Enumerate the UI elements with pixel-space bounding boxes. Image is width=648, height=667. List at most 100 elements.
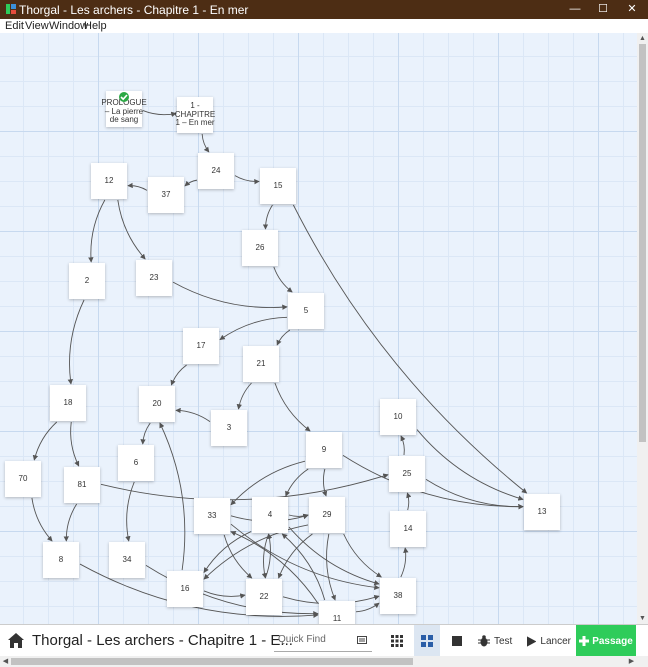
- link-p17-to-p20: [170, 364, 187, 386]
- passage-label: 81: [77, 479, 87, 489]
- link-p4-to-p29: [288, 513, 309, 519]
- passage-label: 9: [321, 444, 327, 454]
- new-passage-label: Passage: [592, 635, 633, 647]
- passage-label: 22: [259, 591, 269, 601]
- play-button[interactable]: Lancer: [527, 625, 571, 657]
- passage-p15[interactable]: 15: [260, 168, 296, 204]
- passage-label: 23: [149, 272, 159, 282]
- minimize-button[interactable]: —: [569, 3, 581, 15]
- link-p9-to-p33: [230, 460, 306, 506]
- passage-p33[interactable]: 33: [194, 498, 230, 534]
- passage-p38[interactable]: 38: [380, 578, 416, 614]
- passage-label: 26: [255, 242, 265, 252]
- quick-find-input[interactable]: Quick Find: [274, 629, 372, 652]
- passage-p21[interactable]: 21: [243, 346, 279, 382]
- link-p81-to-p8: [63, 503, 78, 542]
- link-p15-to-p13: [292, 204, 528, 494]
- passage-label: 3: [226, 422, 232, 432]
- passage-p29[interactable]: 29: [309, 497, 345, 533]
- link-p2-to-p18: [67, 299, 85, 385]
- passage-p17[interactable]: 17: [183, 328, 219, 364]
- passage-label: 38: [393, 590, 403, 600]
- passage-p26[interactable]: 26: [242, 230, 278, 266]
- passage-label: 33: [207, 510, 217, 520]
- passage-p11[interactable]: 11: [319, 601, 355, 624]
- link-p38-to-p14: [400, 547, 409, 578]
- passage-p81[interactable]: 81: [64, 467, 100, 503]
- scroll-down-icon[interactable]: ▼: [639, 615, 646, 622]
- link-p18-to-p81: [70, 421, 80, 467]
- passage-p18[interactable]: 18: [50, 385, 86, 421]
- grid-icon: [391, 635, 403, 647]
- keyboard-icon[interactable]: [357, 636, 367, 644]
- close-button[interactable]: ✕: [627, 3, 637, 15]
- link-p29-to-p16: [203, 524, 309, 580]
- link-p16-to-p22: [203, 590, 246, 599]
- vertical-scrollbar[interactable]: ▲ ▼: [637, 33, 648, 624]
- link-p18-to-p70: [32, 421, 58, 461]
- link-p4-to-p16: [203, 531, 252, 574]
- passage-p8[interactable]: 8: [43, 542, 79, 578]
- passage-prologue[interactable]: PROLOGUE – La pierre de sang: [101, 91, 147, 127]
- passage-p20[interactable]: 20: [139, 386, 175, 422]
- link-p33-to-p22: [223, 534, 253, 579]
- passage-p3[interactable]: 3: [211, 410, 247, 446]
- passage-p12[interactable]: 12: [91, 163, 127, 199]
- scroll-right-icon[interactable]: ▶: [628, 658, 635, 665]
- vertical-scroll-thumb[interactable]: [639, 44, 646, 442]
- passage-p24[interactable]: 24: [198, 153, 234, 189]
- test-button[interactable]: Test: [478, 625, 514, 657]
- link-p21-to-p9: [274, 382, 311, 432]
- link-p9-to-p13: [342, 455, 524, 510]
- passage-p25[interactable]: 25: [389, 456, 425, 492]
- link-p20-to-p6: [140, 422, 151, 445]
- horizontal-scrollbar[interactable]: ◀ ▶: [0, 656, 648, 667]
- passage-p14[interactable]: 14: [390, 511, 426, 547]
- grid-dense-button[interactable]: [386, 625, 408, 657]
- passage-label: 11: [332, 613, 342, 623]
- menu-help[interactable]: Help: [84, 20, 107, 32]
- link-p16-to-p20: [159, 422, 186, 571]
- link-p29-to-p38: [343, 533, 382, 578]
- passage-p37[interactable]: 37: [148, 177, 184, 213]
- menu-view[interactable]: View: [25, 20, 49, 32]
- passage-label: 10: [393, 411, 403, 421]
- horizontal-scroll-thumb[interactable]: [11, 658, 413, 665]
- squares-icon: [421, 635, 433, 647]
- scroll-up-icon[interactable]: ▲: [639, 35, 646, 42]
- passage-p22[interactable]: 22: [246, 579, 282, 615]
- home-icon[interactable]: [8, 633, 24, 648]
- passage-p13[interactable]: 13: [524, 494, 560, 530]
- passage-label: 5: [303, 305, 309, 315]
- link-p5-to-p17: [219, 316, 288, 341]
- link-p25-to-p13: [425, 478, 524, 510]
- new-passage-button[interactable]: Passage: [576, 625, 636, 657]
- story-map-canvas[interactable]: PROLOGUE – La pierre de sang 1 - CHAPITRE…: [0, 33, 637, 624]
- grid-medium-button[interactable]: [414, 625, 440, 657]
- passage-ch1[interactable]: 1 - CHAPITRE 1 – En mer: [175, 97, 215, 133]
- menu-window[interactable]: Window: [49, 20, 89, 32]
- passage-p34[interactable]: 34: [109, 542, 145, 578]
- passage-p70[interactable]: 70: [5, 461, 41, 497]
- menu-edit[interactable]: Edit: [5, 20, 24, 32]
- passage-p6[interactable]: 6: [118, 445, 154, 481]
- passage-p5[interactable]: 5: [288, 293, 324, 329]
- passage-p10[interactable]: 10: [380, 399, 416, 435]
- maximize-button[interactable]: ☐: [598, 3, 608, 15]
- grid-large-button[interactable]: [446, 625, 468, 657]
- passage-label: 14: [403, 523, 413, 533]
- scroll-left-icon[interactable]: ◀: [2, 658, 9, 665]
- passage-p2[interactable]: 2: [69, 263, 105, 299]
- link-ch1-to-p24: [201, 133, 210, 153]
- passage-label: 29: [322, 509, 332, 519]
- link-p9-to-p4: [285, 468, 309, 497]
- passage-p4[interactable]: 4: [252, 497, 288, 533]
- link-p8-to-p11: [79, 563, 319, 619]
- passage-label: 24: [211, 165, 221, 175]
- passage-p9[interactable]: 9: [306, 432, 342, 468]
- passage-p23[interactable]: 23: [136, 260, 172, 296]
- bug-icon: [478, 635, 490, 647]
- link-p11-to-p38: [355, 602, 380, 613]
- link-p3-to-p20: [175, 407, 211, 423]
- passage-p16[interactable]: 16: [167, 571, 203, 607]
